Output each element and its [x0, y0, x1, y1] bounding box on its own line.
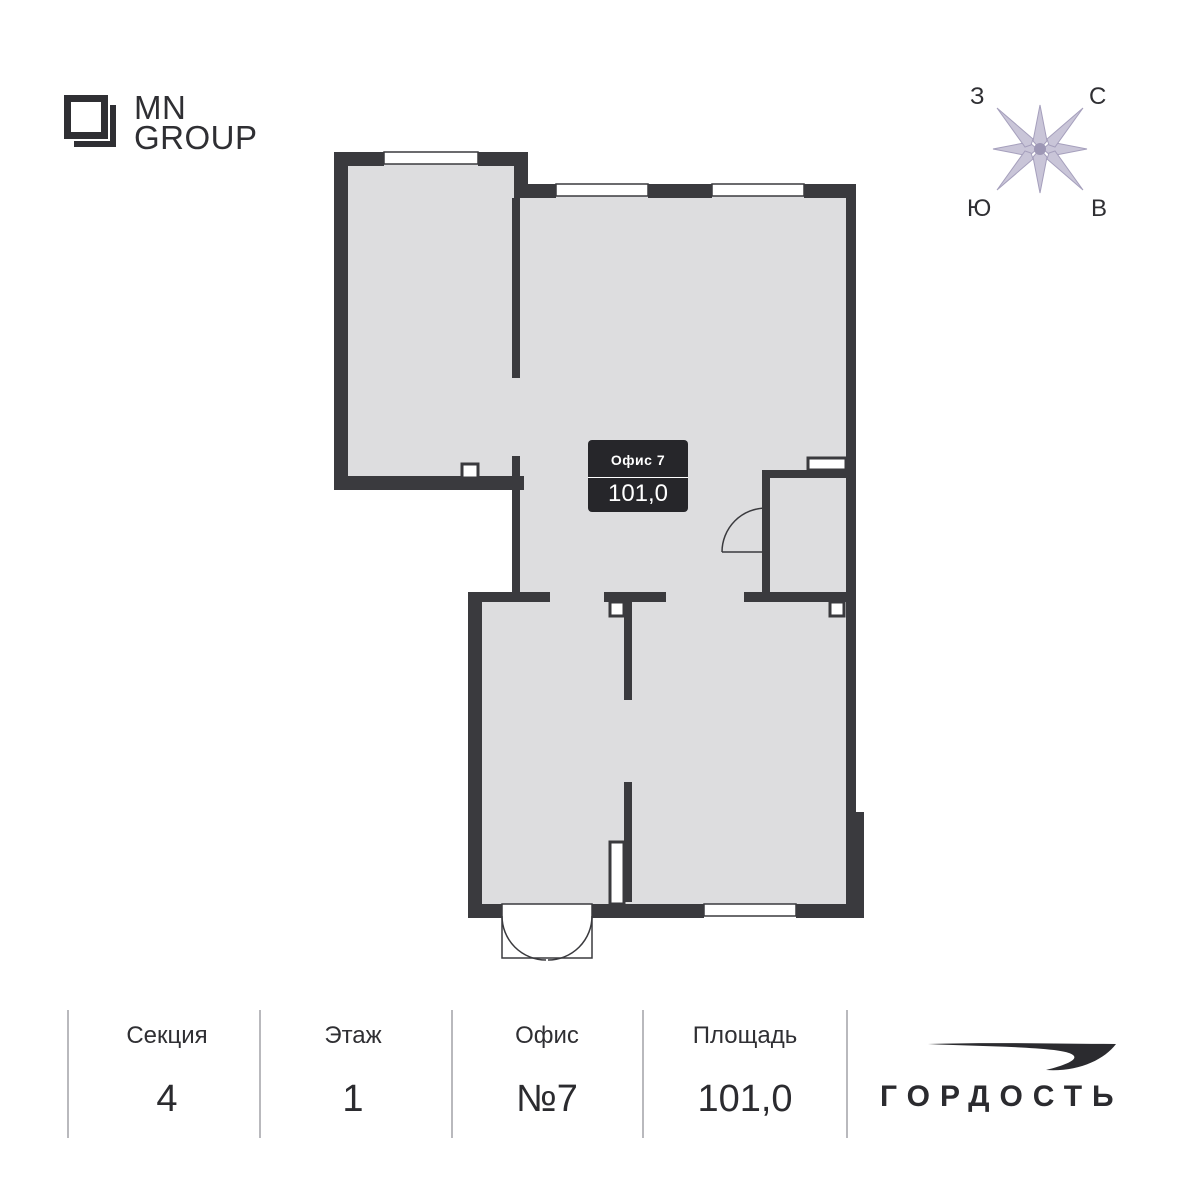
compass-east-label: В [1091, 195, 1108, 222]
windows [383, 151, 805, 917]
section-label: Секция [126, 1022, 208, 1049]
office-badge-title: Офис 7 [610, 452, 666, 468]
floor-value: 1 [342, 1078, 364, 1120]
area-info: Площадь 101,0 [650, 1010, 840, 1121]
compass-west-label: З [970, 83, 985, 110]
divider [451, 1010, 453, 1138]
section-info: Секция 4 [72, 1010, 262, 1121]
floor-info: Этаж 1 [258, 1010, 448, 1121]
entrance-vestibule [501, 903, 593, 961]
swoosh-icon [928, 1043, 1116, 1071]
divider [846, 1010, 848, 1138]
logo-line-2: GROUP [134, 119, 258, 156]
office-badge: Офис 7 101,0 [588, 440, 688, 512]
compass-star-icon [992, 104, 1088, 194]
logo-text: MN GROUP [134, 89, 258, 156]
floor-plan [334, 151, 864, 961]
utility-door [721, 507, 767, 553]
compass-north-label: С [1089, 83, 1107, 110]
compass-rose: З С Ю В [955, 75, 1125, 235]
area-label: Площадь [692, 1022, 798, 1049]
office-info: Офис №7 [452, 1010, 642, 1121]
info-strip: Секция 4 Этаж 1 Офис №7 Площадь 101,0 [0, 1010, 1200, 1140]
section-value: 4 [156, 1078, 178, 1120]
logo-line-1: MN [134, 89, 187, 126]
office-badge-area: 101,0 [607, 480, 669, 507]
compass-south-label: Ю [967, 195, 992, 222]
logo-mark-icon [64, 95, 116, 147]
office-badge-divider [588, 477, 688, 478]
shafts [460, 456, 848, 906]
office-value: №7 [516, 1078, 578, 1120]
gordost-logo: ГОРДОСТЬ [880, 1040, 1150, 1120]
floor-label: Этаж [324, 1022, 382, 1049]
mn-group-logo: MN GROUP [64, 89, 274, 159]
divider [259, 1010, 261, 1138]
brand-name: ГОРДОСТЬ [880, 1080, 1124, 1113]
divider [642, 1010, 644, 1138]
area-value: 101,0 [697, 1078, 793, 1120]
walls [334, 152, 864, 918]
divider [67, 1010, 69, 1138]
floor-area [338, 152, 852, 916]
office-label: Офис [515, 1022, 579, 1049]
